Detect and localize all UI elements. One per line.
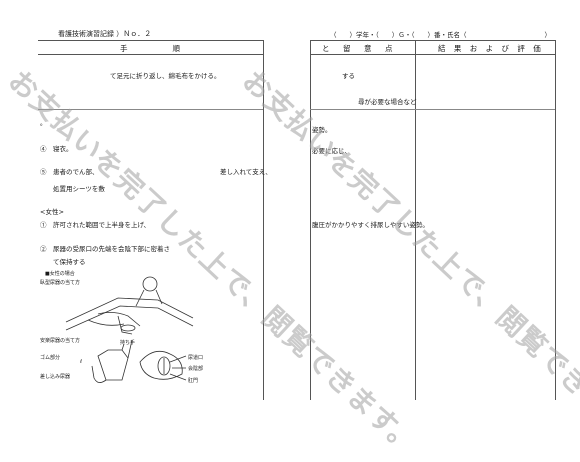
figure-label-9: 差し込み尿器 xyxy=(40,374,71,380)
procedure-step-1: ① 許可された範囲で上半身を上げ、 xyxy=(40,221,151,229)
procedure-row-2: 。 xyxy=(40,119,47,127)
note-5: 腹圧がかかりやすく排尿しやすい姿勢。 xyxy=(312,221,429,229)
col-header-procedure: 手 順 xyxy=(120,44,183,53)
figure-label-4: ゴム部分 xyxy=(40,355,61,361)
note-4: 必要に応じ、 xyxy=(312,147,351,155)
bedpan-illustration xyxy=(65,276,194,383)
col-header-evaluation: 結 果 お よ び 評 価 xyxy=(438,44,544,53)
figure-title: ■女性の場合 xyxy=(45,271,75,277)
procedure-step-2a: ② 尿器の受尿口の先端を会陰下部に密着さ xyxy=(40,245,170,253)
note-2: 尋が必要な場合など xyxy=(358,98,417,106)
figure-label-2: 安楽尿器の当て方 xyxy=(40,338,81,344)
note-1: する xyxy=(342,72,355,80)
figure-label-6: 尿道口 xyxy=(188,355,204,361)
female-heading: <女性> xyxy=(40,208,64,216)
figure-label-7: 会陰部 xyxy=(188,366,204,372)
procedure-step-4: ④ 寝衣。 xyxy=(40,145,73,153)
watermark-right: お支払いを完了した上で、閲覧できます。 xyxy=(236,63,580,461)
procedure-step-5b: 処置用シーツを敷 xyxy=(53,185,105,193)
figure-label-3: 持ち手 xyxy=(120,340,136,346)
procedure-row-1: て足元に折り返し、綿毛布をかける。 xyxy=(110,72,221,80)
record-title: 看護技術演習記録 ）Ｎｏ．２ xyxy=(58,30,152,38)
figure-label-8: 肛門 xyxy=(188,378,199,384)
student-info: （ ）学年・（ ）Ｇ・（ ）番・氏名（ ） xyxy=(330,31,551,39)
procedure-step-5c: 差し入れて支え、 xyxy=(220,168,272,176)
procedure-step-2b: て保持する xyxy=(53,258,86,266)
figure-label-5: ℓ xyxy=(80,359,83,365)
figure-label-1: 臥型尿器の当て方 xyxy=(40,280,81,286)
procedure-step-5a: ⑤ 患者のでん部、 xyxy=(40,168,99,176)
col-header-notes: と 留 意 点 xyxy=(322,44,396,53)
note-3: 姿勢。 xyxy=(312,126,332,134)
